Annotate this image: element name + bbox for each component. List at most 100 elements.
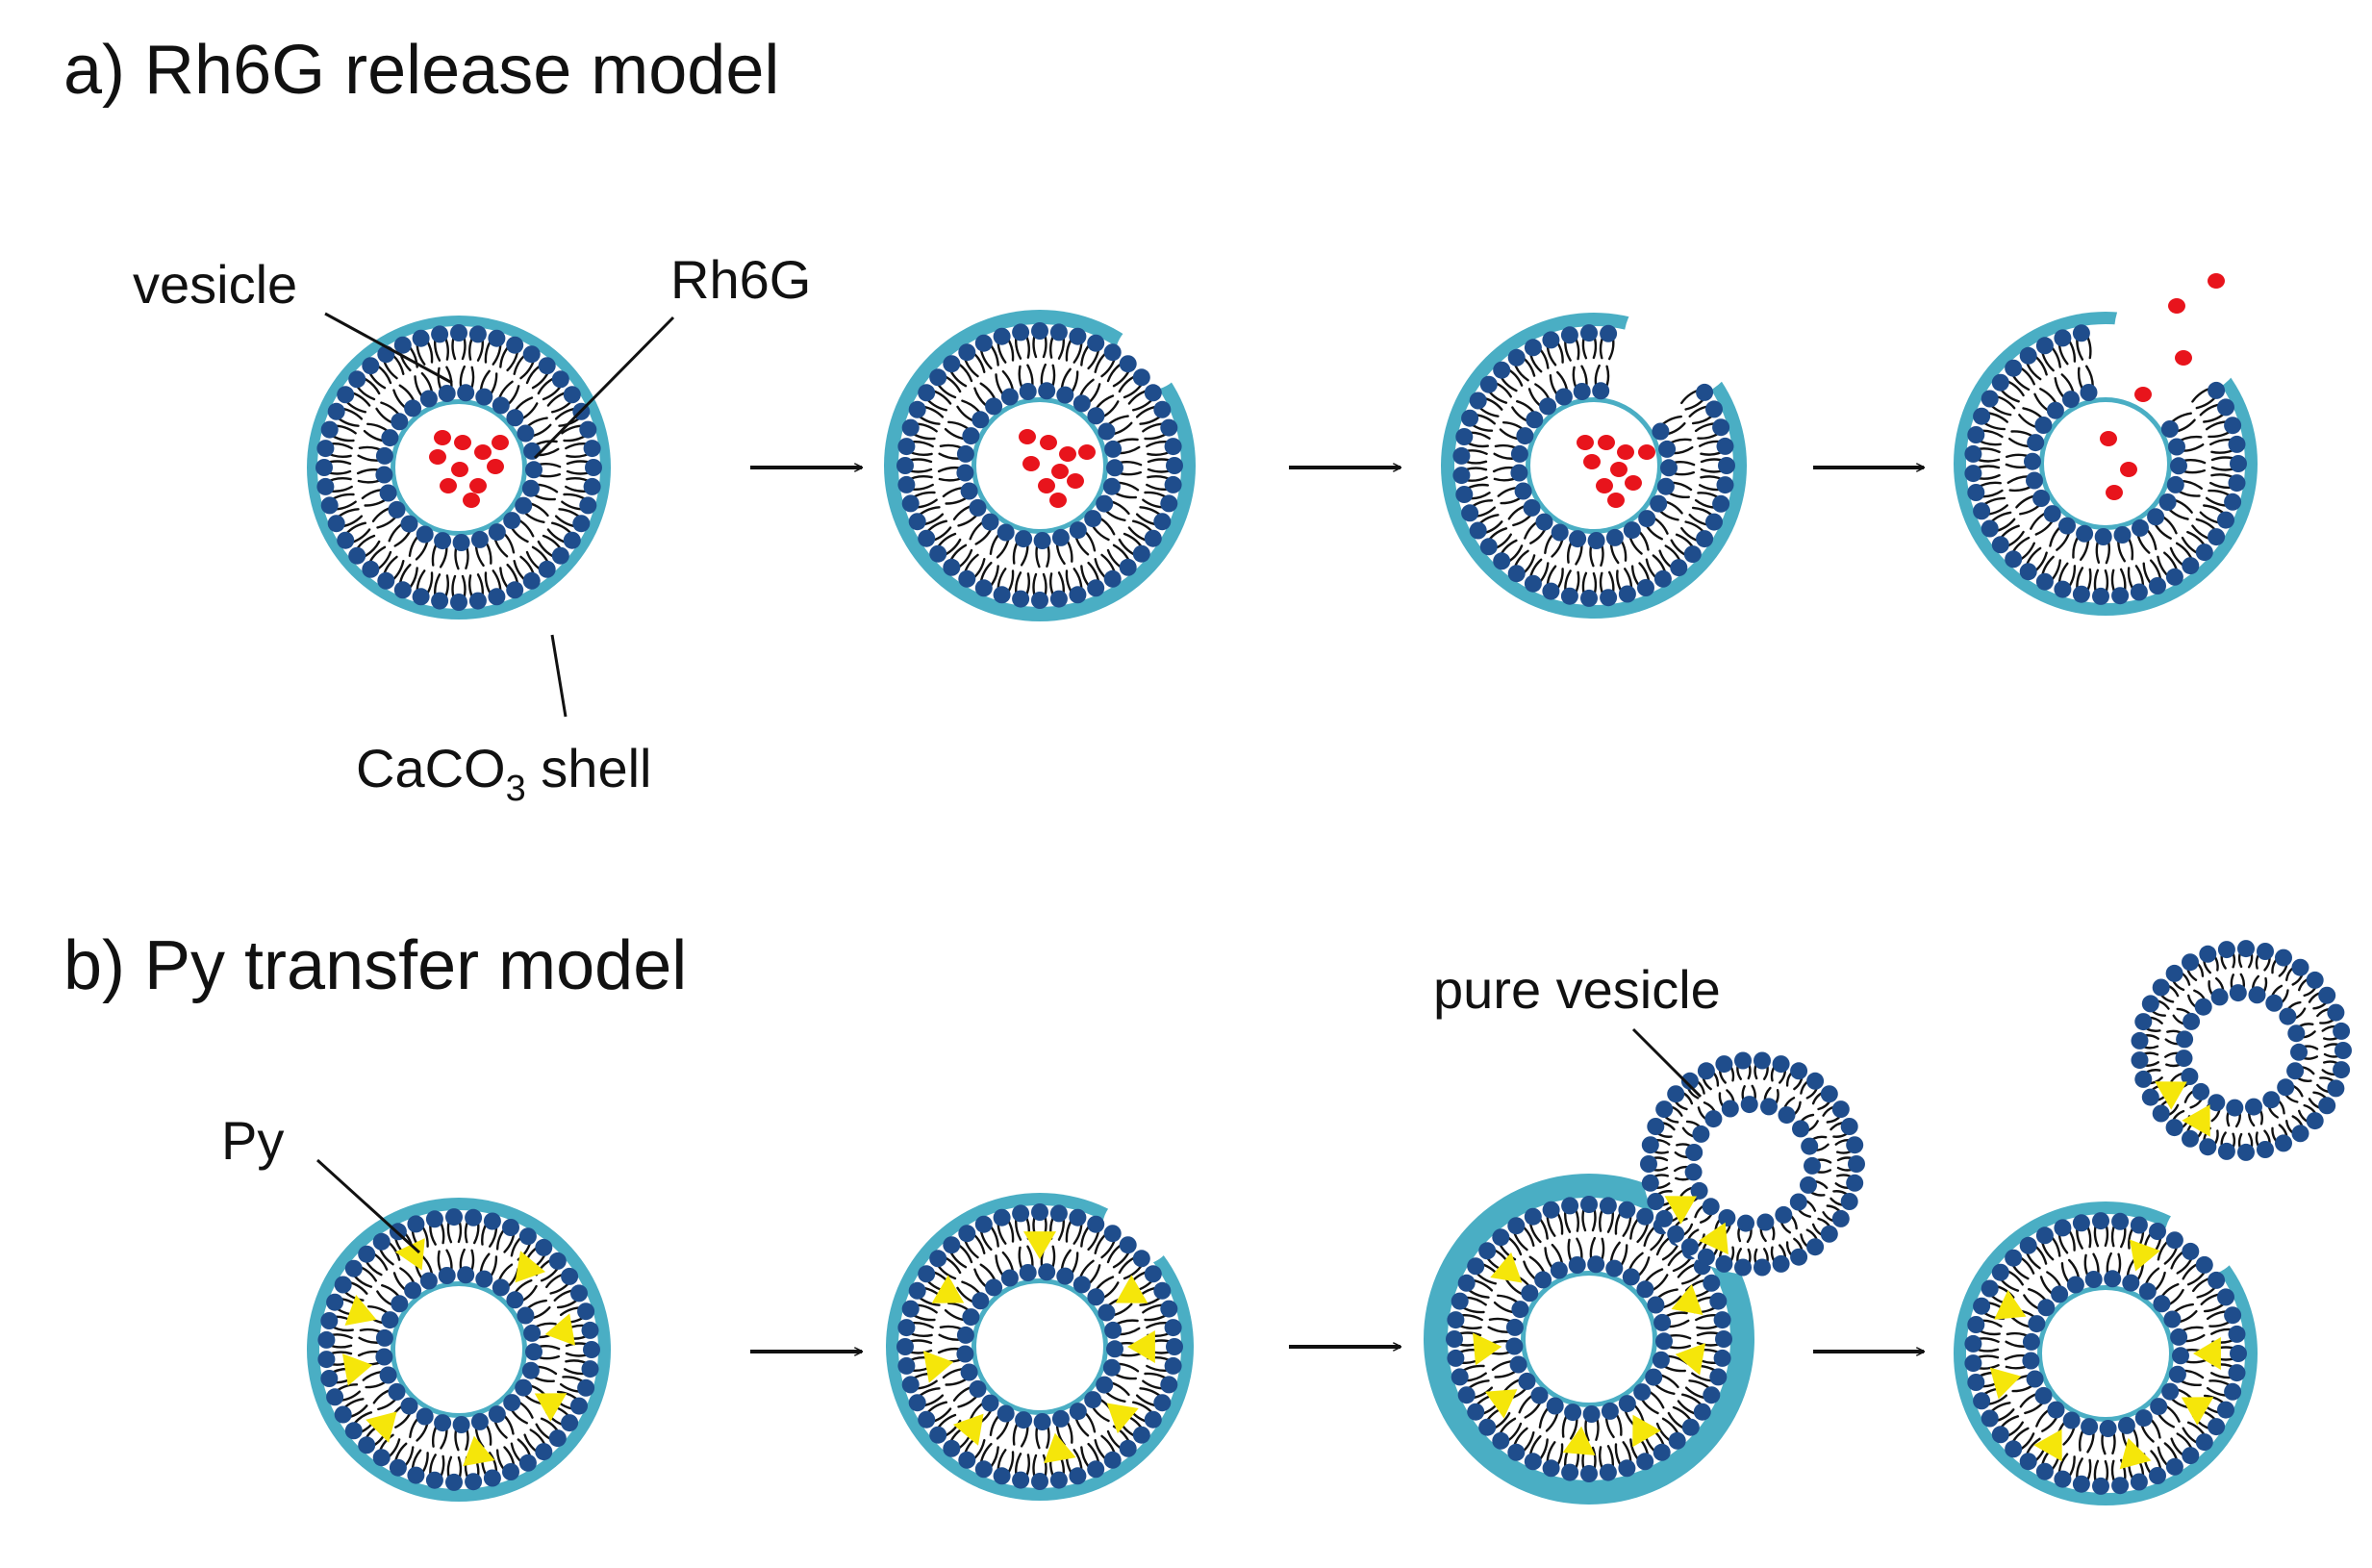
lipid-head <box>1455 428 1474 445</box>
lipid-head <box>1656 477 1675 495</box>
rh6g-molecules <box>2100 273 2225 500</box>
lipid-head <box>2327 1079 2345 1098</box>
bilayer-core <box>319 1210 598 1489</box>
lipid-head <box>1806 1238 1825 1256</box>
lipid-head <box>1804 1156 1821 1175</box>
lipid-head <box>1049 590 1068 608</box>
lipid-head <box>1680 1238 1699 1256</box>
py-molecules <box>1664 1196 1729 1255</box>
lipid-head <box>1754 1051 1771 1070</box>
rh6g-dot <box>1078 444 1096 460</box>
lipid-head <box>1713 1349 1731 1367</box>
lipid-head <box>488 1405 506 1424</box>
py-triangle <box>534 1393 568 1422</box>
lipid-head <box>1051 1409 1070 1428</box>
lipid-head <box>434 532 452 550</box>
lipid-head <box>1452 467 1471 485</box>
lipid-head <box>1696 530 1714 548</box>
lipid-head <box>2265 994 2284 1012</box>
bilayer-core <box>1966 324 2245 603</box>
lipid-head <box>2099 1420 2117 1437</box>
lipid-head <box>2035 1227 2054 1245</box>
lipid-heads <box>1452 324 1735 607</box>
lipid-head <box>897 438 916 456</box>
lipid-head <box>506 581 524 599</box>
lipid-head <box>2224 1382 2242 1401</box>
rh6g-dot <box>2106 485 2123 500</box>
lipid-head <box>1166 457 1183 474</box>
lipid-head <box>465 1208 483 1227</box>
lipid-head <box>561 1267 579 1285</box>
lipid-head <box>1964 1334 1982 1353</box>
lipid-head <box>2237 1143 2255 1161</box>
lipid-head <box>1106 459 1123 477</box>
lipid-head <box>901 418 920 437</box>
lipid-head <box>563 386 581 404</box>
lipid-head <box>581 1360 599 1378</box>
lipid-head <box>1709 1292 1728 1310</box>
lipid-head <box>506 336 524 354</box>
stage-b3-pure-vesicle-contact <box>1424 1051 1865 1505</box>
py-triangle <box>394 1238 425 1271</box>
lipid-head <box>2027 434 2045 452</box>
lipid-head <box>515 496 533 515</box>
lipid-head <box>1102 1358 1121 1377</box>
lipid-head <box>1981 519 1999 538</box>
lipid-head <box>344 1422 363 1440</box>
lipid-head <box>517 1306 535 1325</box>
lipid-head <box>1106 1340 1123 1358</box>
lipid-head <box>1848 1155 1865 1173</box>
stage-b4-py-transferred <box>1954 940 2352 1505</box>
lipid-head <box>1104 1321 1123 1339</box>
lipid-head <box>1542 1201 1560 1219</box>
lipid-head <box>1623 521 1641 540</box>
lipid-head <box>981 513 999 531</box>
lipid-head <box>2182 1447 2200 1465</box>
py-triangle <box>1485 1389 1518 1419</box>
lipid-head <box>1132 544 1150 563</box>
lipid-head <box>1051 528 1070 546</box>
rh6g-dot <box>1019 429 1036 444</box>
lipid-head <box>2150 1398 2168 1416</box>
lipid-head <box>972 1292 990 1310</box>
lipid-head <box>1038 382 1056 400</box>
lipid-head <box>1973 1297 1991 1315</box>
lipid-head <box>1716 476 1734 494</box>
lipid-head <box>918 384 936 402</box>
py-triangle <box>1562 1426 1596 1455</box>
lipid-head <box>1509 1355 1527 1374</box>
lipid-head <box>1164 438 1182 456</box>
lipid-head <box>1605 528 1624 546</box>
lipid-head <box>334 1276 352 1294</box>
lipid-head <box>1806 1072 1825 1090</box>
lipid-head <box>1973 1392 1991 1410</box>
lipid-head <box>1132 368 1150 387</box>
lipid-head <box>908 400 926 418</box>
lipid-head <box>1069 521 1087 540</box>
lipid-head <box>2130 1216 2148 1234</box>
lipid-head <box>389 1458 407 1477</box>
lipid-head <box>1153 1394 1172 1412</box>
lipid-head <box>1012 323 1030 341</box>
lipid-head <box>1703 1274 1721 1292</box>
lipid-head <box>379 484 397 502</box>
py-molecules <box>341 1238 576 1467</box>
lipid-head <box>1507 1217 1526 1235</box>
lipid-head <box>993 1208 1011 1227</box>
lipid-head <box>1033 532 1051 549</box>
lipid-head <box>2026 1370 2044 1388</box>
lipid-head <box>1031 322 1048 340</box>
lipid-head <box>1510 444 1528 463</box>
lipid-head <box>2149 1223 2166 1240</box>
lipid-heads <box>315 324 602 611</box>
lipid-head <box>1690 1181 1708 1200</box>
lipid-head <box>320 496 339 515</box>
lipid-head <box>1637 579 1654 596</box>
lipid-head <box>419 390 438 408</box>
lipid-head <box>1713 1311 1731 1329</box>
lipid-head <box>452 1416 470 1433</box>
py-triangle <box>1664 1196 1698 1225</box>
lipid-head <box>327 515 345 533</box>
rh6g-dot <box>1577 435 1594 450</box>
lipid-head <box>452 534 470 551</box>
